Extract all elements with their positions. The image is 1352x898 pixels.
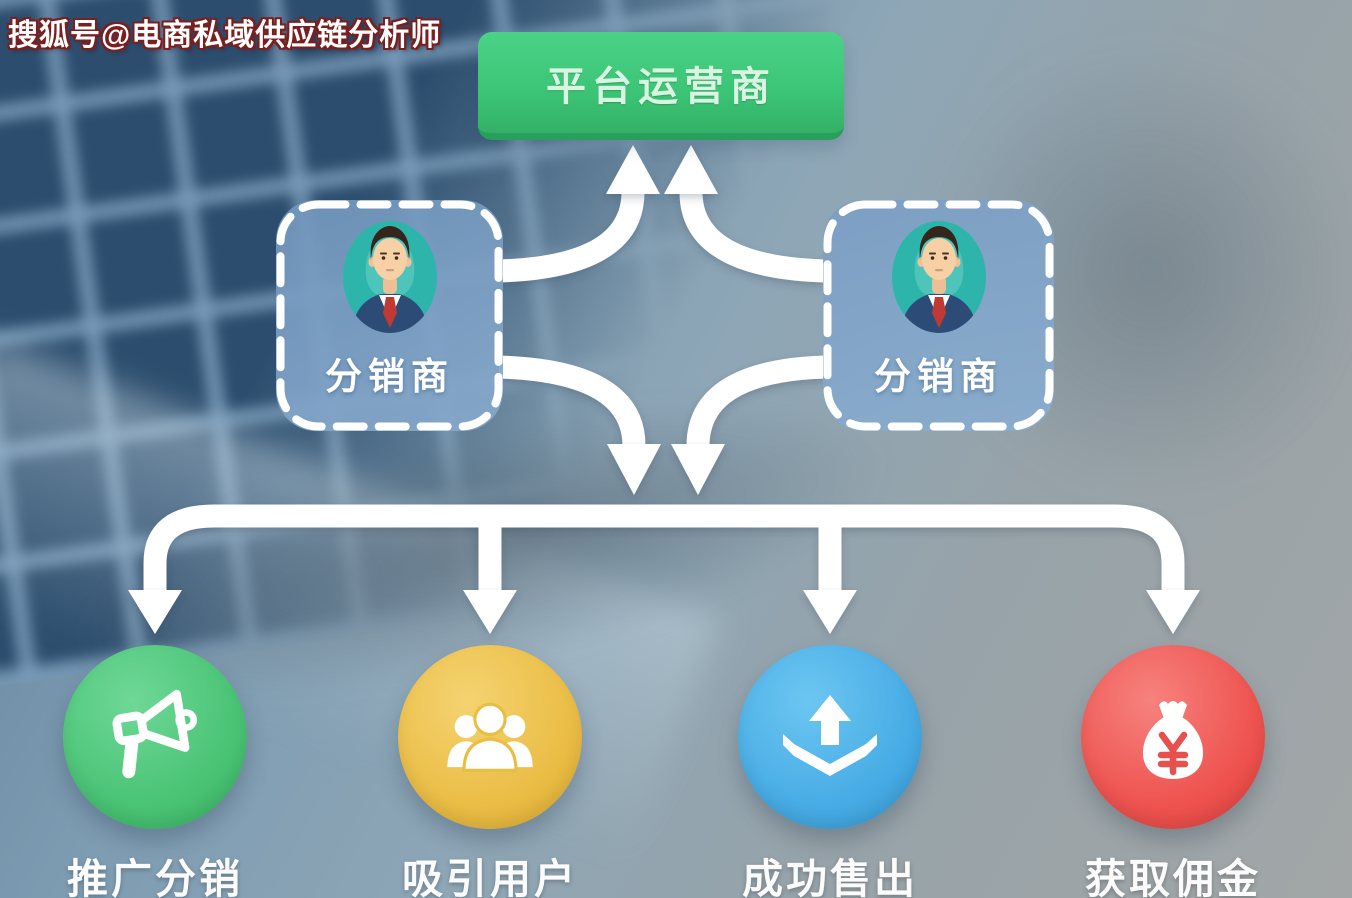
- commission-circle: [1081, 645, 1265, 829]
- money-bag-icon: [1143, 701, 1203, 779]
- businessman-avatar: [342, 221, 437, 333]
- attract-users-circle: [398, 645, 582, 829]
- sold-circle: [738, 645, 922, 829]
- distributor-label: 分销商: [325, 356, 454, 397]
- platform-operator-node: 平台运营商: [478, 32, 844, 140]
- distributor-node-left: 分销商: [276, 200, 503, 431]
- outcome-attract-users: 吸引用户: [370, 645, 610, 898]
- outcome-label: 成功售出: [742, 856, 918, 898]
- watermark-text: 搜狐号@电商私域供应链分析师: [8, 19, 442, 52]
- users-group-icon: [447, 702, 533, 772]
- outcome-label: 获取佣金: [1085, 856, 1261, 898]
- distributor-label: 分销商: [874, 356, 1003, 397]
- distributor-node-right: 分销商: [823, 200, 1054, 431]
- dashed-border: [823, 200, 1054, 431]
- outcome-promote: 推广分销: [35, 645, 275, 898]
- businessman-avatar: [891, 221, 986, 333]
- dashed-border: [276, 200, 503, 431]
- outcome-commission: 获取佣金: [1053, 645, 1293, 898]
- outcome-label: 推广分销: [67, 856, 243, 898]
- box-upload-icon: [783, 695, 877, 776]
- platform-operator-label: 平台运营商: [546, 64, 776, 109]
- promote-circle: [63, 645, 247, 829]
- outcome-label: 吸引用户: [402, 856, 578, 898]
- outcome-sold: 成功售出: [710, 645, 950, 898]
- megaphone-icon: [112, 689, 198, 779]
